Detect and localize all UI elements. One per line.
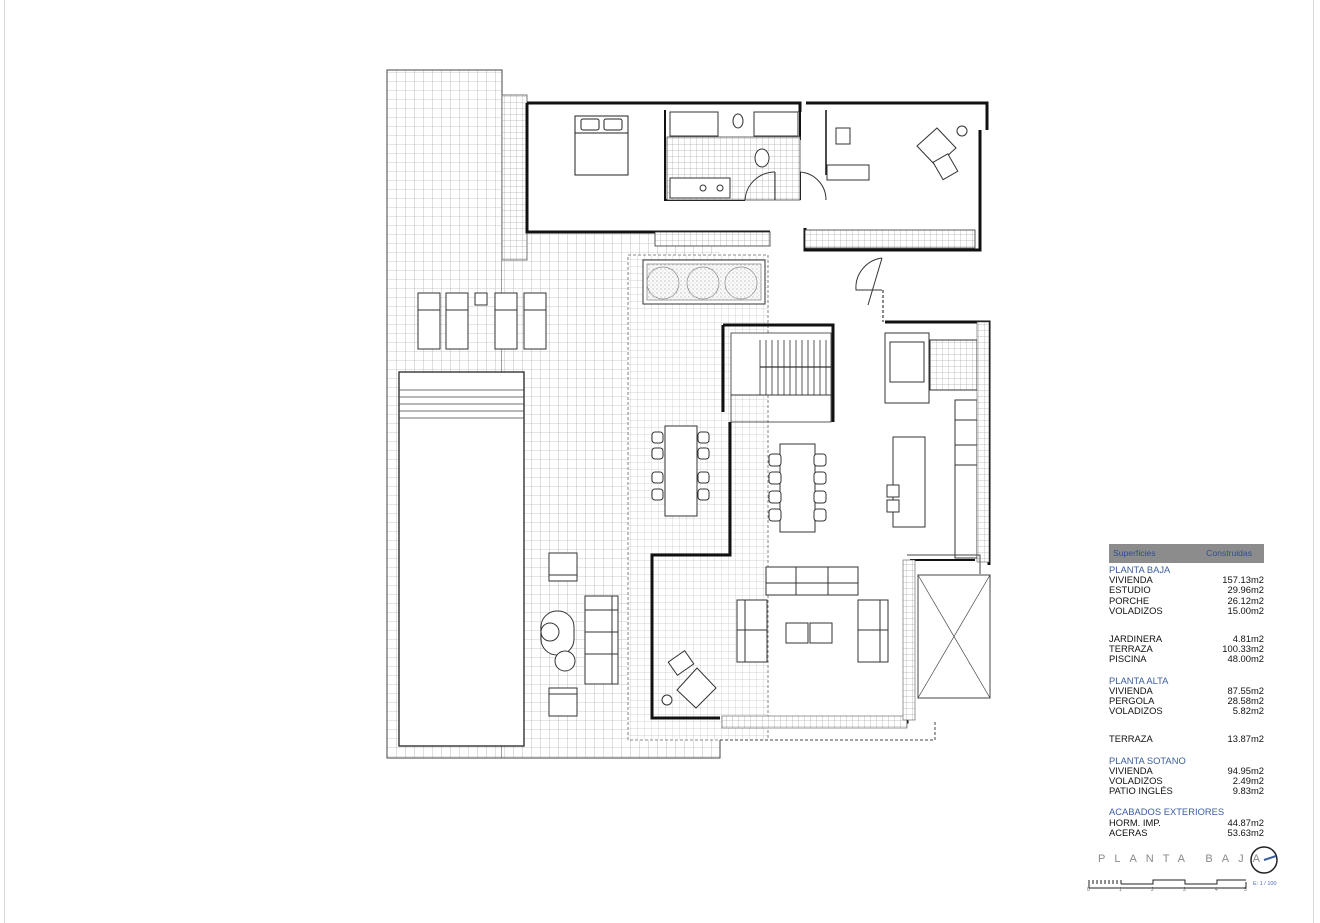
- area-label: TERRAZA: [1109, 643, 1153, 655]
- area-value: 15.00m2: [1227, 604, 1264, 616]
- area-label: VIVIENDA: [1109, 684, 1153, 696]
- area-row: PERGOLA 28.58m2: [1109, 695, 1264, 707]
- section-spacer: [1109, 665, 1264, 674]
- area-value: 26.12m2: [1227, 594, 1264, 606]
- area-label: VOLADIZOS: [1109, 705, 1163, 717]
- section-spacer: [1109, 745, 1264, 754]
- area-label: PERGOLA: [1109, 695, 1155, 707]
- scale-tick-label: 3: [1183, 887, 1186, 893]
- planter: [642, 259, 766, 305]
- staircase: [730, 332, 832, 423]
- area-section-title: PLANTA BAJA: [1109, 564, 1171, 575]
- scale-bar: [1088, 879, 1247, 889]
- area-row: HORM. IMP. 44.87m2: [1109, 816, 1264, 828]
- area-label: JARDINERA: [1109, 633, 1163, 645]
- area-row: ESTUDIO 29.96m2: [1109, 585, 1264, 595]
- scale-tick-label: 0: [1087, 887, 1090, 893]
- section-spacer: [1109, 796, 1264, 805]
- sun-loungers: [417, 292, 547, 350]
- area-row: VOLADIZOS 15.00m2: [1109, 604, 1264, 616]
- area-row: PISCINA 48.00m2: [1109, 654, 1264, 664]
- area-label: ACERAS: [1109, 826, 1148, 838]
- area-row: JARDINERA 4.81m2: [1109, 633, 1264, 645]
- area-value: 94.95m2: [1227, 764, 1264, 776]
- area-row: ACERAS 53.63m2: [1109, 826, 1264, 838]
- area-row: PORCHE 26.12m2: [1109, 594, 1264, 606]
- north-arrow-icon: [1250, 846, 1278, 874]
- area-row: TERRAZA 100.33m2: [1109, 644, 1264, 654]
- area-label: PATIO INGLÉS: [1109, 785, 1173, 797]
- area-table-col2: Construidas: [1206, 548, 1252, 559]
- dining-table: [768, 443, 827, 533]
- area-row: PATIO INGLÉS 9.83m2: [1109, 786, 1264, 796]
- entrance-doors: [744, 171, 883, 306]
- scale-tick-label: 4: [1215, 887, 1218, 893]
- area-value: 2.49m2: [1232, 775, 1264, 787]
- area-row: TERRAZA 13.87m2: [1109, 734, 1264, 744]
- area-section-title: ACABADOS EXTERIORES: [1109, 806, 1225, 818]
- area-label: VIVIENDA: [1109, 764, 1153, 776]
- porch-and-pergola: [720, 554, 991, 741]
- area-value: 5.82m2: [1232, 705, 1264, 717]
- area-row: VOLADIZOS 5.82m2: [1109, 706, 1264, 716]
- area-row: VOLADIZOS 2.49m2: [1109, 775, 1264, 787]
- area-value: 157.13m2: [1222, 574, 1264, 586]
- area-value: 44.87m2: [1227, 816, 1264, 828]
- scale-tick-label: 1: [1119, 887, 1122, 893]
- area-row: VIVIENDA 87.55m2: [1109, 684, 1264, 696]
- area-label: VIVIENDA: [1109, 574, 1153, 586]
- outdoor-dining: [651, 425, 710, 517]
- area-row: VIVIENDA 157.13m2: [1109, 574, 1264, 586]
- area-value: 48.00m2: [1227, 653, 1264, 665]
- kitchen: [884, 321, 990, 563]
- area-label: PISCINA: [1109, 653, 1147, 665]
- plan-title: PLANTA BAJA: [1098, 853, 1269, 865]
- area-label: ESTUDIO: [1109, 584, 1151, 596]
- outdoor-lounge: [540, 552, 619, 717]
- page-edge-right: [1313, 0, 1314, 923]
- area-value: 29.96m2: [1227, 584, 1264, 596]
- north-wing-walls: [525, 101, 989, 252]
- section-spacer: [1109, 716, 1264, 734]
- area-value: 28.58m2: [1227, 695, 1264, 707]
- scale-tick-label: 5: [1244, 887, 1247, 893]
- area-table-col1: Superficies: [1113, 548, 1156, 559]
- area-label: PORCHE: [1109, 594, 1150, 606]
- page-edge-left: [4, 0, 5, 923]
- area-value: 100.33m2: [1222, 643, 1264, 655]
- living-room: [661, 566, 889, 709]
- area-value: 4.81m2: [1232, 633, 1264, 645]
- swimming-pool: [398, 371, 525, 747]
- area-value: 87.55m2: [1227, 684, 1264, 696]
- area-label: HORM. IMP.: [1109, 816, 1161, 828]
- scale-label: E: 1 / 100: [1253, 881, 1277, 887]
- area-table-header: Superficies Construidas: [1109, 544, 1264, 563]
- scale-tick-label: 2: [1151, 887, 1154, 893]
- bed: [574, 115, 629, 176]
- area-section-title: PLANTA SOTANO: [1109, 754, 1186, 766]
- area-section-title: PLANTA ALTA: [1109, 674, 1169, 686]
- area-value: 13.87m2: [1227, 733, 1264, 745]
- area-value: 9.83m2: [1232, 785, 1264, 797]
- area-label: VOLADIZOS: [1109, 775, 1163, 787]
- area-row: VIVIENDA 94.95m2: [1109, 764, 1264, 776]
- studio-furniture: [826, 125, 968, 181]
- bathroom: [666, 111, 801, 201]
- area-label: VOLADIZOS: [1109, 604, 1163, 616]
- section-spacer: [1109, 616, 1264, 634]
- area-label: TERRAZA: [1109, 733, 1153, 745]
- area-value: 53.63m2: [1227, 826, 1264, 838]
